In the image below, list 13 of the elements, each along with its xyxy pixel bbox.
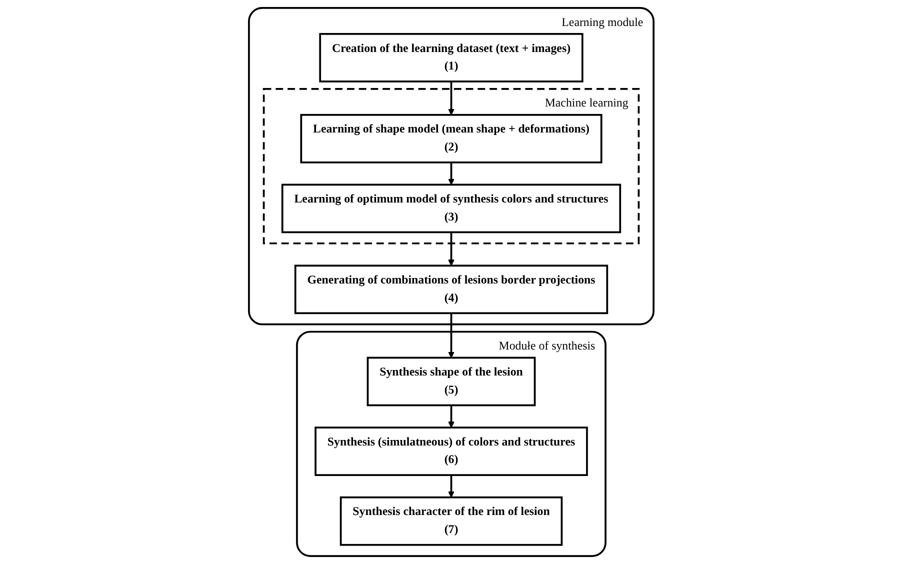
node-box: Creation of the learning dataset (text + images) (1) bbox=[318, 33, 584, 82]
arrow bbox=[448, 232, 454, 266]
arrow bbox=[448, 405, 454, 428]
node-box: Learning of shape model (mean shape + deformations) (2) bbox=[300, 114, 602, 164]
arrow bbox=[448, 162, 454, 185]
node-box: Synthesis character of the rim of lesion (7) bbox=[340, 496, 562, 546]
arrow bbox=[448, 475, 454, 498]
node-box: Synthesis (simulatneous) of colors and structures (6) bbox=[314, 426, 588, 476]
node-box: Generating of combinations of lesions border projections (4) bbox=[294, 264, 608, 314]
arrow bbox=[448, 313, 454, 358]
node-box: Learning of optimum model of synthesis colors and structures (3) bbox=[281, 184, 621, 234]
node-box: Synthesis shape of the lesion (5) bbox=[366, 356, 536, 406]
arrow bbox=[448, 81, 454, 116]
